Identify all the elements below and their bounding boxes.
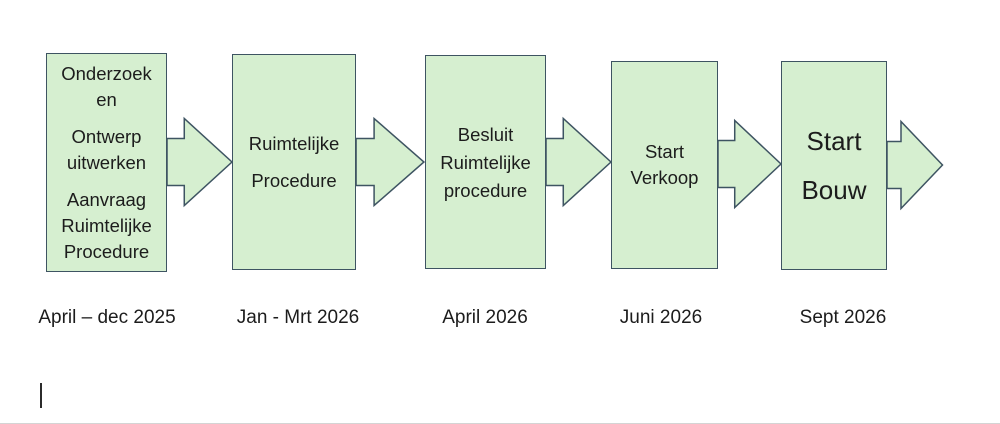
stage-1-line: Aanvraag: [66, 188, 147, 210]
stage-box-4[interactable]: Start Verkoop: [611, 61, 718, 269]
stage-1-paragraph: Aanvraag Ruimtelijke Procedure: [61, 187, 151, 265]
flow-arrow-4[interactable]: [717, 119, 782, 209]
stage-1-line: Ontwerp: [71, 125, 142, 147]
flow-arrow-1[interactable]: [166, 117, 233, 207]
stage-3-line: Ruimtelijke: [440, 151, 531, 173]
stage-box-3[interactable]: Besluit Ruimtelijke procedure: [425, 55, 546, 269]
stage-1-line: uitwerken: [66, 151, 147, 173]
stage-3-line: Besluit: [457, 123, 514, 145]
stage-4-line: Start: [644, 141, 685, 162]
date-label-4[interactable]: Juni 2026: [619, 307, 703, 328]
stage-5-line: Bouw: [801, 175, 867, 205]
stage-1-line: Ruimtelijke: [61, 214, 152, 236]
stage-2-line: Ruimtelijke: [248, 132, 340, 154]
stage-2-line: Procedure: [251, 169, 337, 191]
stage-box-1[interactable]: Onderzoek en Ontwerp uitwerken Aanvraag …: [46, 53, 167, 272]
date-label-1[interactable]: April – dec 2025: [38, 307, 176, 328]
flow-arrow-3[interactable]: [545, 117, 612, 207]
block-arrow-shape: [167, 119, 232, 206]
stage-1-line: Procedure: [63, 240, 150, 262]
flow-arrow-2[interactable]: [355, 117, 425, 207]
stage-1-paragraph: Onderzoek en: [61, 61, 152, 113]
date-label-3[interactable]: April 2026: [442, 307, 528, 328]
stage-4-line: Verkoop: [630, 167, 699, 188]
stage-1-line: en: [96, 88, 117, 110]
stage-1-paragraph: Ontwerp uitwerken: [67, 124, 146, 176]
block-arrow-shape: [356, 119, 424, 206]
date-label-2[interactable]: Jan - Mrt 2026: [236, 307, 360, 328]
block-arrow-shape: [718, 121, 781, 208]
stage-5-line: Start: [806, 126, 862, 156]
flow-arrow-5[interactable]: [886, 120, 944, 210]
stage-box-5[interactable]: Start Bouw: [781, 61, 887, 270]
block-arrow-shape: [887, 122, 943, 209]
text-cursor: [40, 383, 42, 408]
block-arrow-shape: [546, 119, 611, 206]
stage-3-line: procedure: [443, 179, 528, 201]
stage-1-line: Onderzoek: [61, 62, 152, 84]
stage-box-2[interactable]: Ruimtelijke Procedure: [232, 54, 356, 270]
date-label-5[interactable]: Sept 2026: [799, 307, 887, 328]
